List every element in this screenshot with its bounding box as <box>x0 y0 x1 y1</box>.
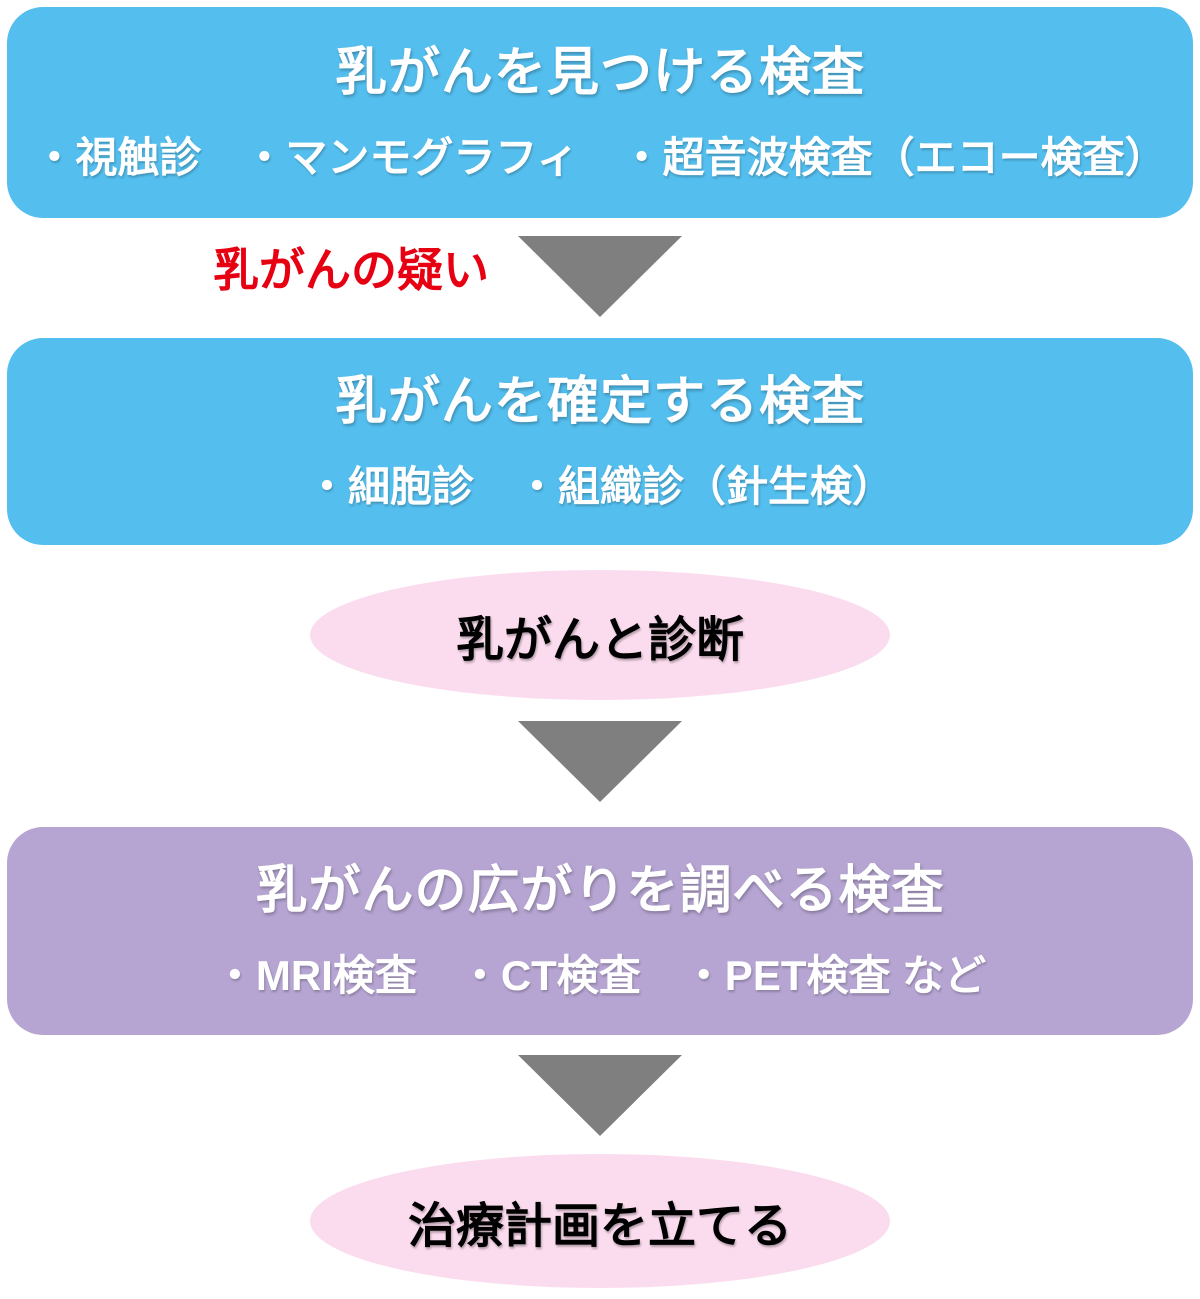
step-box-confirm-cancer: 乳がんを確定する検査 ・細胞診 ・組織診（針生検） <box>7 338 1193 545</box>
treatment-plan-ellipse: 治療計画を立てる <box>310 1154 890 1288</box>
step-title: 乳がんの広がりを調べる検査 <box>255 862 945 920</box>
diagnosis-ellipse: 乳がんと診断 <box>310 570 890 700</box>
treatment-plan-label: 治療計画を立てる <box>407 1200 792 1253</box>
step-items: ・MRI検査 ・CT検査 ・PET検査 など <box>213 952 987 999</box>
diagnosis-label: 乳がんと診断 <box>455 614 744 667</box>
step-title: 乳がんを確定する検査 <box>334 372 865 431</box>
step-items: ・視触診 ・マンモグラフィ ・超音波検査（エコー検査） <box>33 133 1167 181</box>
step-title: 乳がんを見つける検査 <box>334 43 865 102</box>
suspicion-label: 乳がんの疑い <box>213 244 489 296</box>
down-arrow-icon <box>518 236 682 317</box>
down-arrow-icon <box>518 1055 682 1136</box>
down-arrow-icon <box>518 721 682 802</box>
step-box-find-cancer: 乳がんを見つける検査 ・視触診 ・マンモグラフィ ・超音波検査（エコー検査） <box>7 7 1193 218</box>
step-box-check-spread: 乳がんの広がりを調べる検査 ・MRI検査 ・CT検査 ・PET検査 など <box>7 827 1193 1035</box>
step-items: ・細胞診 ・組織診（針生検） <box>305 462 894 510</box>
